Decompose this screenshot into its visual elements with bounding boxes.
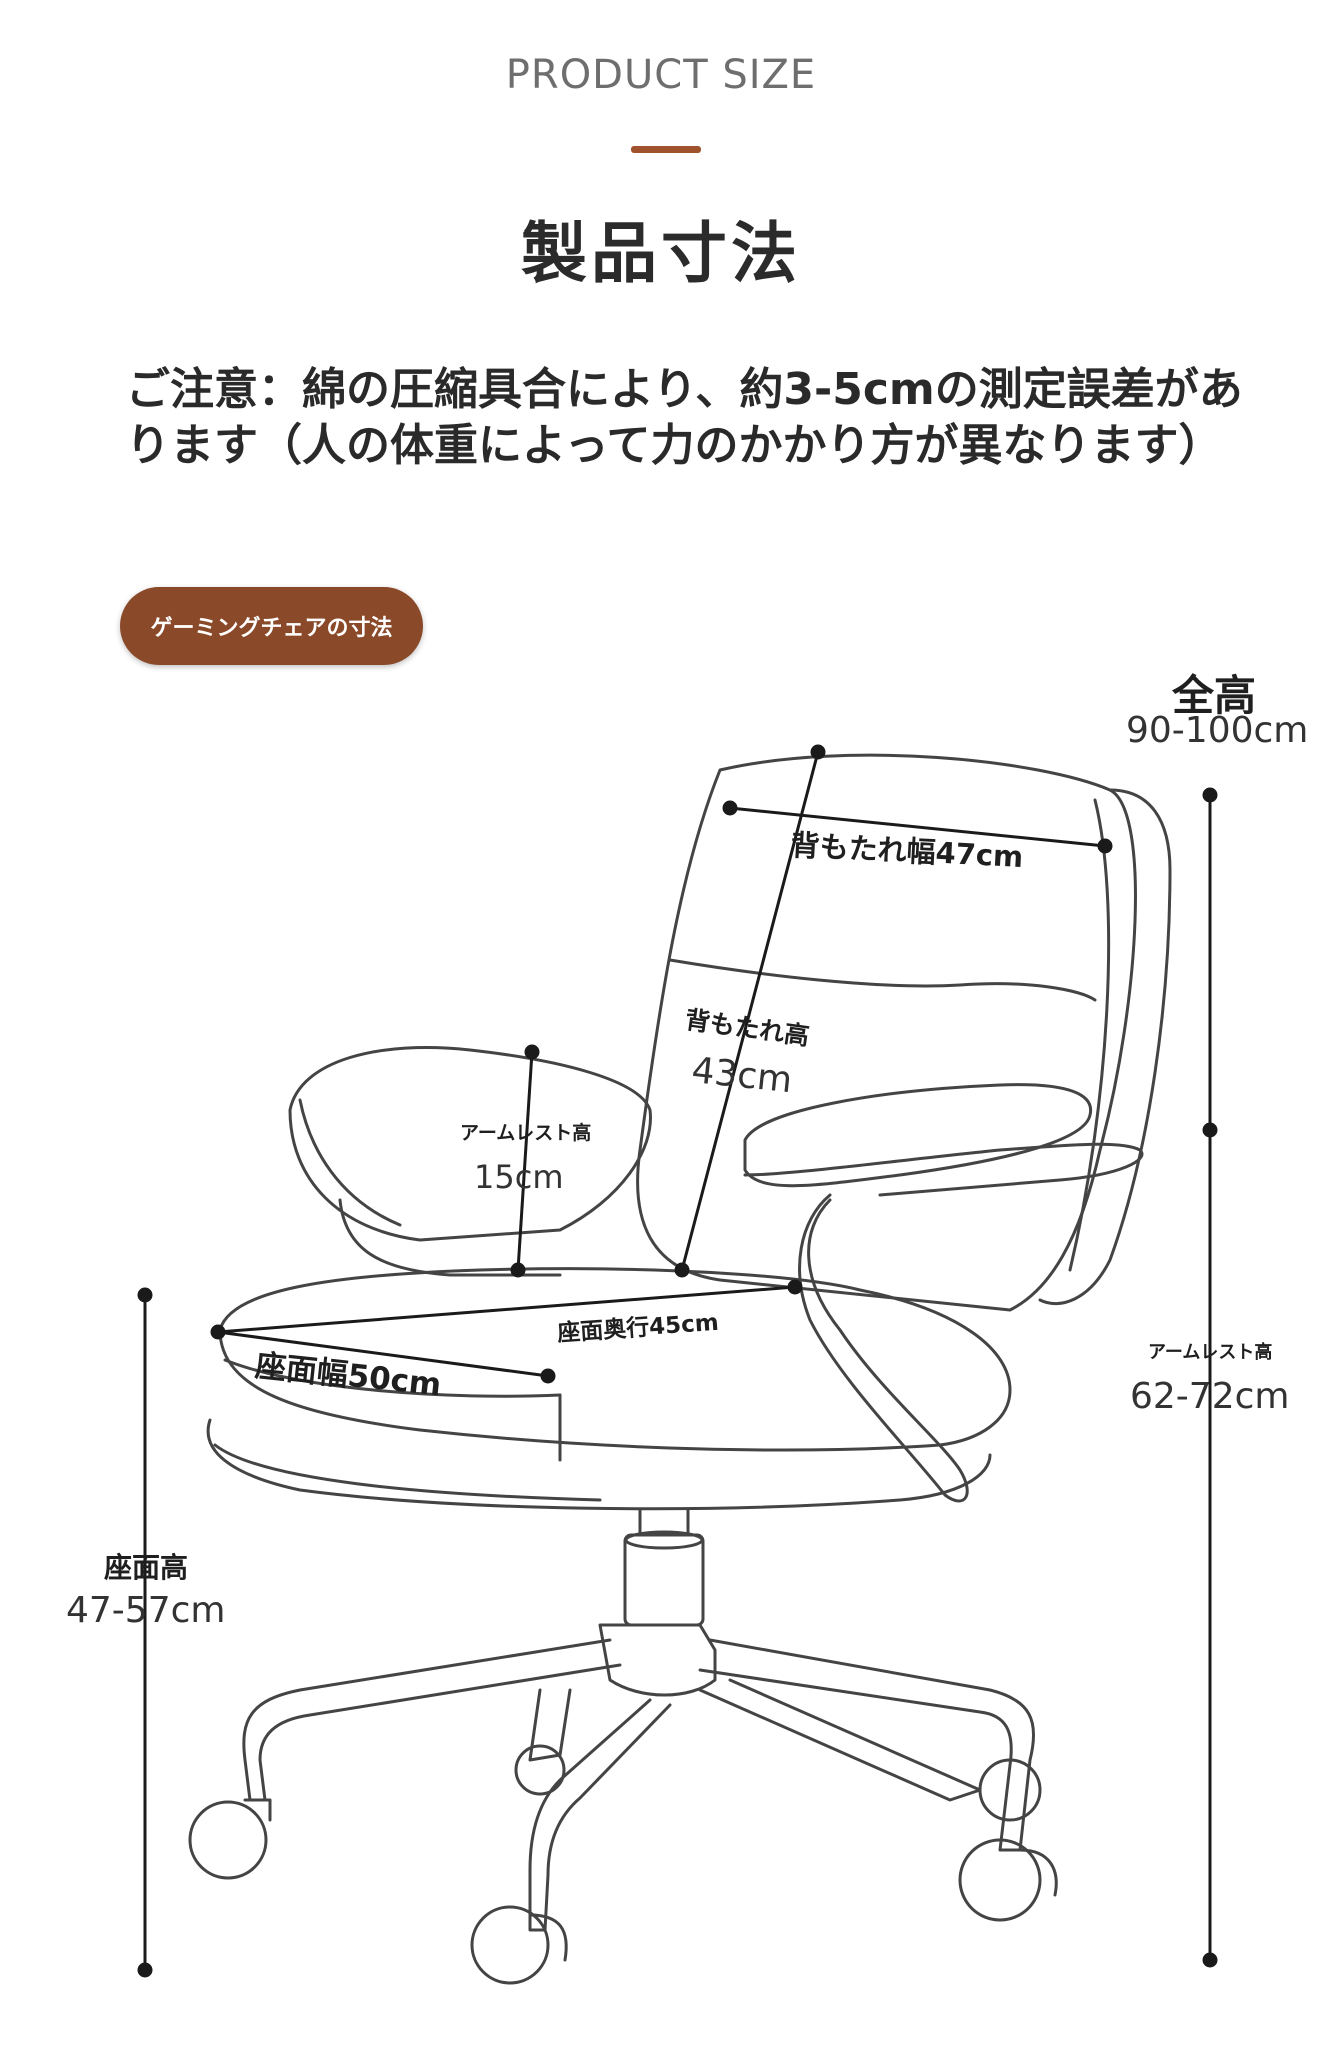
left-armrest: [288, 1046, 652, 1242]
caster-wheel: [188, 1800, 268, 1880]
accent-divider: [631, 146, 701, 153]
total-height-value: 90-100cm: [1126, 710, 1309, 751]
armrest-height-right-value: 62-72cm: [1130, 1376, 1290, 1417]
total-height-label: 全高: [1172, 671, 1257, 720]
seat-height-value: 47-57cm: [66, 1590, 226, 1631]
caster-wheel: [514, 1744, 566, 1796]
armrest-height-right-label: アームレスト高: [1148, 1342, 1273, 1363]
base-leg: [528, 1688, 572, 1762]
page-title: 製品寸法: [521, 215, 801, 292]
base-leg: [698, 1638, 1036, 1852]
base-leg: [698, 1678, 982, 1802]
seat-cushion: [218, 1267, 1012, 1452]
armrest-height-left-value: 15cm: [474, 1158, 564, 1196]
base-leg: [528, 1698, 672, 1932]
caster-wheel: [978, 1758, 1042, 1822]
armrest-height-left-label: アームレスト高: [460, 1122, 592, 1144]
measurement-notice: ご注意：綿の圧縮具合により、約3-5cmの測定誤差があります（人の体重によって力…: [126, 364, 1243, 471]
section-subtitle: PRODUCT SIZE: [505, 52, 817, 98]
seat-height-label: 座面高: [104, 1551, 189, 1584]
right-armrest: [743, 1083, 1093, 1188]
section-badge: ゲーミングチェアの寸法: [120, 587, 423, 665]
caster-wheel: [958, 1838, 1042, 1922]
caster-wheel: [470, 1905, 550, 1985]
